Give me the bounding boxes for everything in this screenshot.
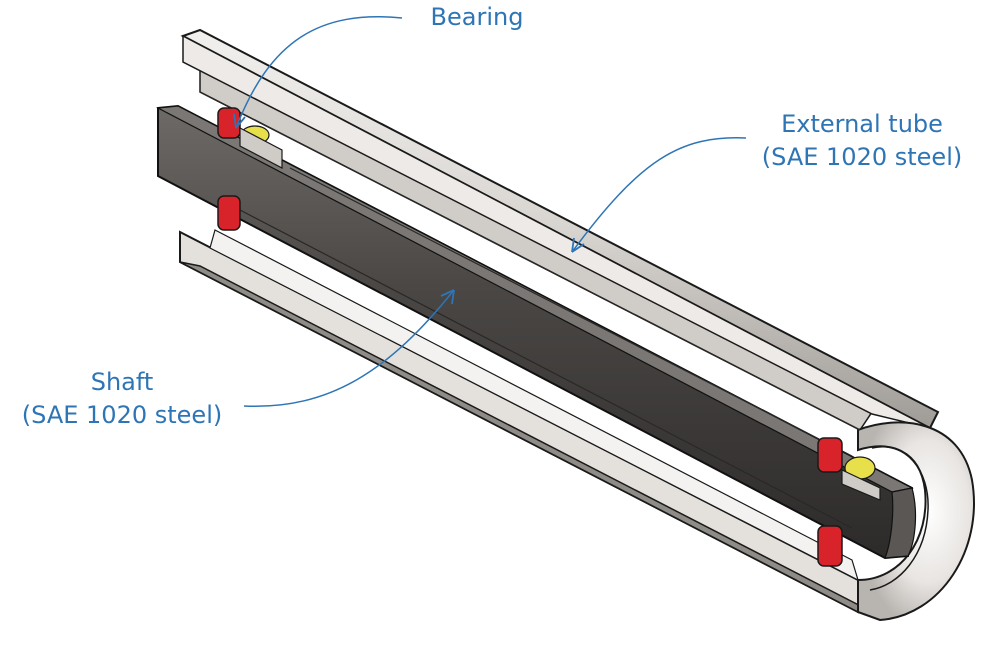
- leader-arrow-bearing: [233, 113, 246, 129]
- shaft-label: Shaft (SAE 1020 steel): [0, 366, 244, 432]
- bearing-label-text: Bearing: [430, 3, 524, 31]
- external-tube-top-face: [182, 34, 931, 429]
- external-tube-end-inner-ring: [869, 445, 929, 591]
- bearing-label: Bearing: [402, 1, 552, 34]
- external-tube-lower-inner: [209, 229, 859, 582]
- shaft-label-line1: Shaft: [90, 368, 154, 396]
- leader-line-tube: [571, 137, 747, 253]
- leader-arrow-shaft: [440, 289, 455, 305]
- external-tube-label-line1: External tube: [781, 110, 943, 138]
- leader-line-shaft: [243, 289, 455, 407]
- bearing-left-bottom: [217, 195, 241, 231]
- bearing-right-top: [817, 437, 881, 501]
- leader-arrow-tube: [571, 237, 585, 253]
- shaft-label-line2: (SAE 1020 steel): [21, 401, 223, 429]
- leader-line-bearing: [235, 16, 403, 129]
- external-tube-label: External tube (SAE 1020 steel): [742, 108, 982, 174]
- tube-groove-line: [199, 91, 861, 431]
- bearing-right-bottom: [817, 525, 843, 567]
- tube-groove-line: [289, 167, 853, 457]
- shaft-end-face: [884, 487, 917, 559]
- external-tube-label-line2: (SAE 1020 steel): [761, 143, 963, 171]
- tube-groove-line: [239, 209, 853, 529]
